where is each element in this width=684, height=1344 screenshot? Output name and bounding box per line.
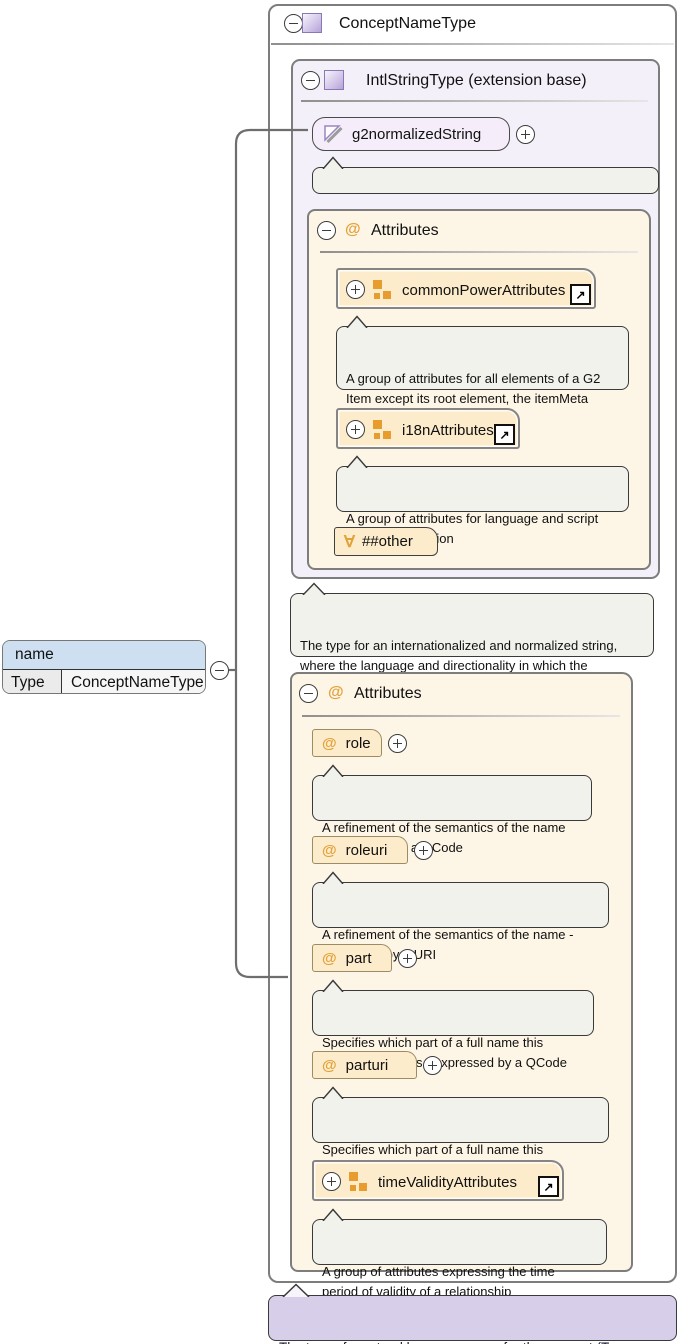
- attributes-group-base: @ Attributes commonPowerAttributes ↗: [307, 209, 651, 570]
- attribute-group-ref-label: commonPowerAttributes: [402, 282, 566, 299]
- attributes-group-title: Attributes: [354, 685, 422, 702]
- tooltip-pointer: [346, 455, 368, 468]
- collapse-icon[interactable]: [299, 684, 318, 703]
- tooltip-pointer: [322, 871, 344, 884]
- header-divider: [301, 100, 648, 102]
- simple-type-box[interactable]: g2normalizedString: [312, 117, 510, 151]
- type-value-cell: ConceptNameType: [62, 670, 205, 693]
- complex-type-icon: [302, 13, 322, 33]
- attribute-group-icon: [373, 280, 391, 299]
- any-attribute-box[interactable]: ∀ ##other: [334, 527, 438, 556]
- attribute-group-ref-label: i18nAttributes: [402, 422, 494, 439]
- expand-icon[interactable]: [516, 125, 535, 144]
- tooltip-pointer: [346, 315, 368, 328]
- expand-icon[interactable]: [346, 420, 365, 439]
- type-label-cell: Type: [3, 670, 62, 693]
- attributes-group-title: Attributes: [371, 222, 439, 239]
- any-attribute-icon: ∀: [344, 533, 355, 551]
- extension-base-title: IntlStringType (extension base): [366, 72, 587, 89]
- tooltip-text: A group of attributes expressing the tim…: [322, 1264, 555, 1299]
- expand-icon[interactable]: [346, 280, 365, 299]
- type-annotation-note: The type of a natural language name for …: [268, 1283, 677, 1344]
- attributes-group-own: @ Attributes @ role A refinement of the …: [290, 672, 633, 1299]
- attribute-box-roleuri[interactable]: @ roleuri: [312, 836, 408, 864]
- attribute-label: role: [345, 734, 371, 752]
- attribute-group-ref-timeValidityAttributes[interactable]: timeValidityAttributes ↗: [312, 1160, 564, 1201]
- tooltip-pointer: [322, 1208, 344, 1221]
- attribute-group-icon: [349, 1172, 367, 1191]
- element-collapse-icon[interactable]: [210, 661, 229, 680]
- attribute-group-ref-label: timeValidityAttributes: [378, 1174, 517, 1191]
- goto-definition-icon[interactable]: ↗: [538, 1176, 559, 1197]
- attribute-at-icon: @: [328, 684, 344, 701]
- annotation-tooltip: Specifies which part of a full name this…: [312, 1086, 609, 1177]
- element-name: name: [3, 641, 205, 670]
- collapse-icon[interactable]: [301, 71, 320, 90]
- attribute-group-ref-i18nAttributes[interactable]: i18nAttributes ↗: [336, 408, 520, 449]
- attribute-group-icon: [373, 420, 391, 439]
- goto-definition-icon[interactable]: ↗: [570, 284, 591, 305]
- attribute-label: parturi: [345, 1056, 389, 1074]
- annotation-tooltip: Specifies which part of a full name this…: [312, 979, 594, 1070]
- annotation-tooltip: A refinement of the semantics of the nam…: [312, 871, 609, 962]
- collapse-icon[interactable]: [317, 221, 336, 240]
- element-box-name[interactable]: name Type ConceptNameType: [2, 640, 206, 694]
- tooltip-pointer: [282, 1283, 310, 1297]
- attribute-box-parturi[interactable]: @ parturi: [312, 1051, 417, 1079]
- header-divider: [320, 251, 638, 253]
- extension-base-container: IntlStringType (extension base) g2normal…: [291, 59, 660, 579]
- attribute-box-role[interactable]: @ role: [312, 729, 382, 757]
- attribute-at-icon: @: [322, 949, 337, 967]
- annotation-tooltip: A refinement of the semantics of the nam…: [312, 764, 592, 855]
- annotation-tooltip: The type for an internationalized and no…: [290, 582, 654, 693]
- complex-type-title: ConceptNameType: [339, 15, 476, 32]
- tooltip-pointer: [322, 156, 344, 169]
- element-type-row: Type ConceptNameType: [3, 670, 205, 693]
- header-divider: [271, 43, 674, 45]
- annotation-tooltip: A group of attributes expressing the tim…: [312, 1208, 607, 1299]
- tooltip-pointer: [322, 1086, 344, 1099]
- attribute-at-icon: @: [322, 841, 337, 859]
- expand-icon[interactable]: [322, 1172, 341, 1191]
- header-divider: [302, 715, 620, 717]
- expand-icon[interactable]: [388, 734, 407, 753]
- tooltip-pointer: [302, 582, 326, 595]
- attribute-label: roleuri: [345, 841, 388, 859]
- attribute-box-part[interactable]: @ part: [312, 944, 392, 972]
- attribute-at-icon: @: [322, 734, 337, 752]
- tooltip-pointer: [322, 764, 344, 777]
- any-attribute-label: ##other: [361, 533, 413, 550]
- attribute-at-icon: @: [345, 221, 361, 238]
- complex-type-container: ConceptNameType IntlStringType (extensio…: [268, 4, 677, 1299]
- expand-icon[interactable]: [423, 1056, 442, 1075]
- tooltip-pointer: [322, 979, 344, 992]
- simple-type-icon: [324, 125, 343, 144]
- expand-icon[interactable]: [414, 841, 433, 860]
- annotation-tooltip: A group of attributes for all elements o…: [336, 315, 629, 426]
- goto-definition-icon[interactable]: ↗: [494, 424, 515, 445]
- attribute-label: part: [345, 949, 372, 967]
- attribute-group-ref-commonPowerAttributes[interactable]: commonPowerAttributes ↗: [336, 268, 596, 309]
- note-text: The type of a natural language name for …: [279, 1340, 630, 1344]
- simple-type-label: g2normalizedString: [352, 125, 482, 143]
- collapse-icon[interactable]: [284, 14, 303, 33]
- annotation-tooltip: The type of a string without whitespace …: [312, 156, 659, 227]
- complex-type-icon: [324, 70, 344, 90]
- expand-icon[interactable]: [398, 949, 417, 968]
- annotation-tooltip: A group of attributes for language and s…: [336, 455, 629, 546]
- attribute-at-icon: @: [322, 1056, 337, 1074]
